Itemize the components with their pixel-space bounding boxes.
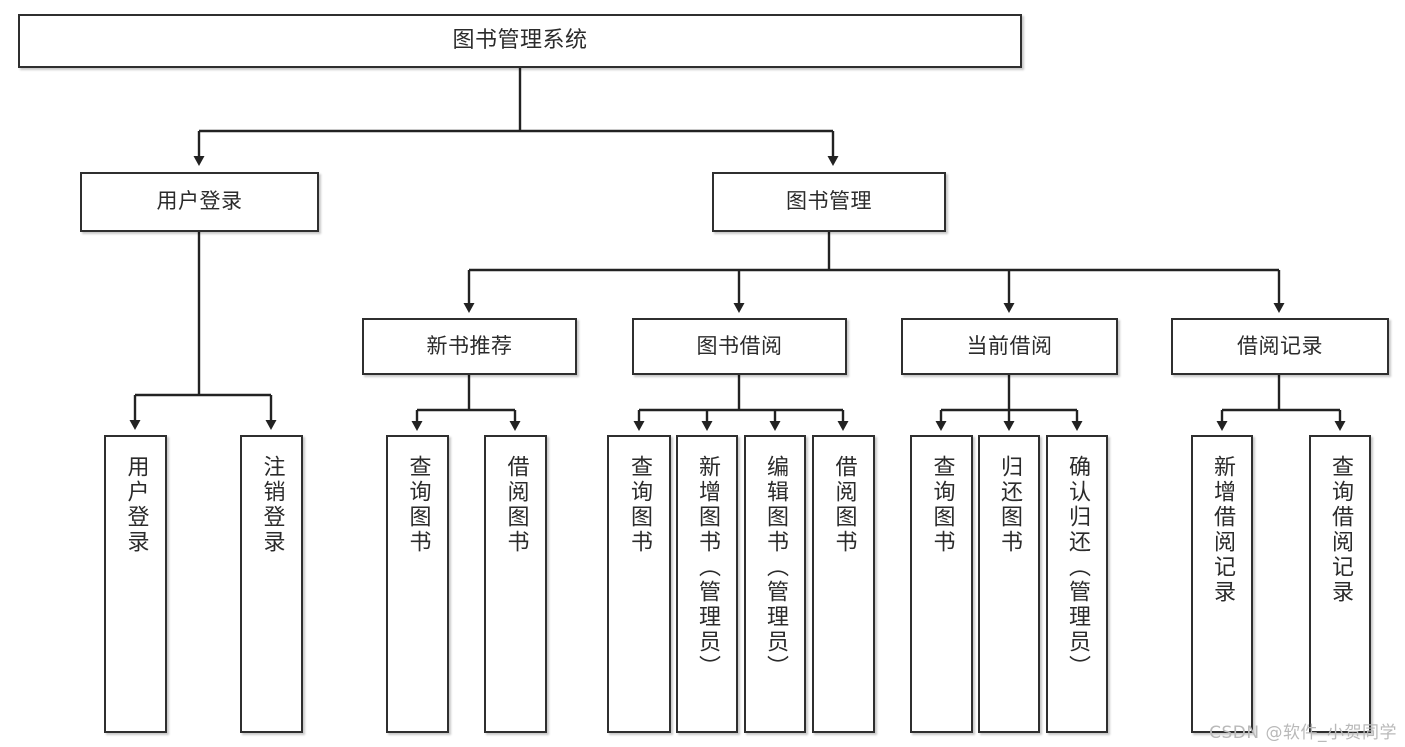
- node-book-management[interactable]: 图书管理: [712, 172, 946, 232]
- node-label: 新书推荐: [426, 333, 513, 358]
- node-leaf-user-login[interactable]: 用户登录: [104, 435, 167, 733]
- node-leaf-borrow-book-recommend[interactable]: 借阅图书: [484, 435, 547, 733]
- node-label: 注销登录: [259, 455, 285, 555]
- node-label: 归还图书: [997, 455, 1022, 555]
- node-leaf-query-book-recommend[interactable]: 查询图书: [386, 435, 449, 733]
- node-leaf-confirm-return[interactable]: 确认归还（管理员）: [1046, 435, 1108, 733]
- node-leaf-query-book-current[interactable]: 查询图书: [910, 435, 973, 733]
- node-new-book-recommend[interactable]: 新书推荐: [362, 318, 577, 375]
- node-label: 借阅图书: [831, 455, 857, 555]
- node-leaf-return-book[interactable]: 归还图书: [978, 435, 1040, 733]
- node-label: 新增图书（管理员）: [695, 455, 720, 680]
- node-leaf-add-book[interactable]: 新增图书（管理员）: [676, 435, 738, 733]
- watermark: CSDN @软件_小贺同学: [1209, 723, 1397, 743]
- node-label: 借阅图书: [503, 455, 529, 555]
- node-label: 用户登录: [156, 189, 243, 214]
- node-label: 查询图书: [627, 455, 652, 555]
- node-label: 图书管理系统: [452, 27, 588, 53]
- node-label: 借阅记录: [1237, 333, 1323, 358]
- node-leaf-add-borrow-record[interactable]: 新增借阅记录: [1191, 435, 1253, 733]
- node-user-login[interactable]: 用户登录: [80, 172, 319, 232]
- node-root-book-management-system[interactable]: 图书管理系统: [18, 14, 1022, 68]
- node-label: 图书借阅: [696, 333, 783, 358]
- node-label: 用户登录: [123, 455, 149, 555]
- node-label: 当前借阅: [966, 333, 1053, 358]
- node-borrow-record[interactable]: 借阅记录: [1171, 318, 1389, 375]
- node-leaf-borrow-book[interactable]: 借阅图书: [812, 435, 875, 733]
- node-current-borrow[interactable]: 当前借阅: [901, 318, 1118, 375]
- node-leaf-query-borrow-record[interactable]: 查询借阅记录: [1309, 435, 1371, 733]
- node-label: 新增借阅记录: [1210, 455, 1235, 605]
- node-book-borrow[interactable]: 图书借阅: [632, 318, 847, 375]
- node-label: 确认归还（管理员）: [1065, 455, 1090, 680]
- node-label: 查询图书: [929, 455, 955, 555]
- node-leaf-user-logout[interactable]: 注销登录: [240, 435, 303, 733]
- node-leaf-query-book-borrow[interactable]: 查询图书: [607, 435, 671, 733]
- node-leaf-edit-book[interactable]: 编辑图书（管理员）: [744, 435, 806, 733]
- node-label: 图书管理: [786, 189, 872, 214]
- node-label: 查询图书: [405, 455, 431, 555]
- node-label: 查询借阅记录: [1328, 455, 1353, 605]
- node-label: 编辑图书（管理员）: [763, 455, 788, 680]
